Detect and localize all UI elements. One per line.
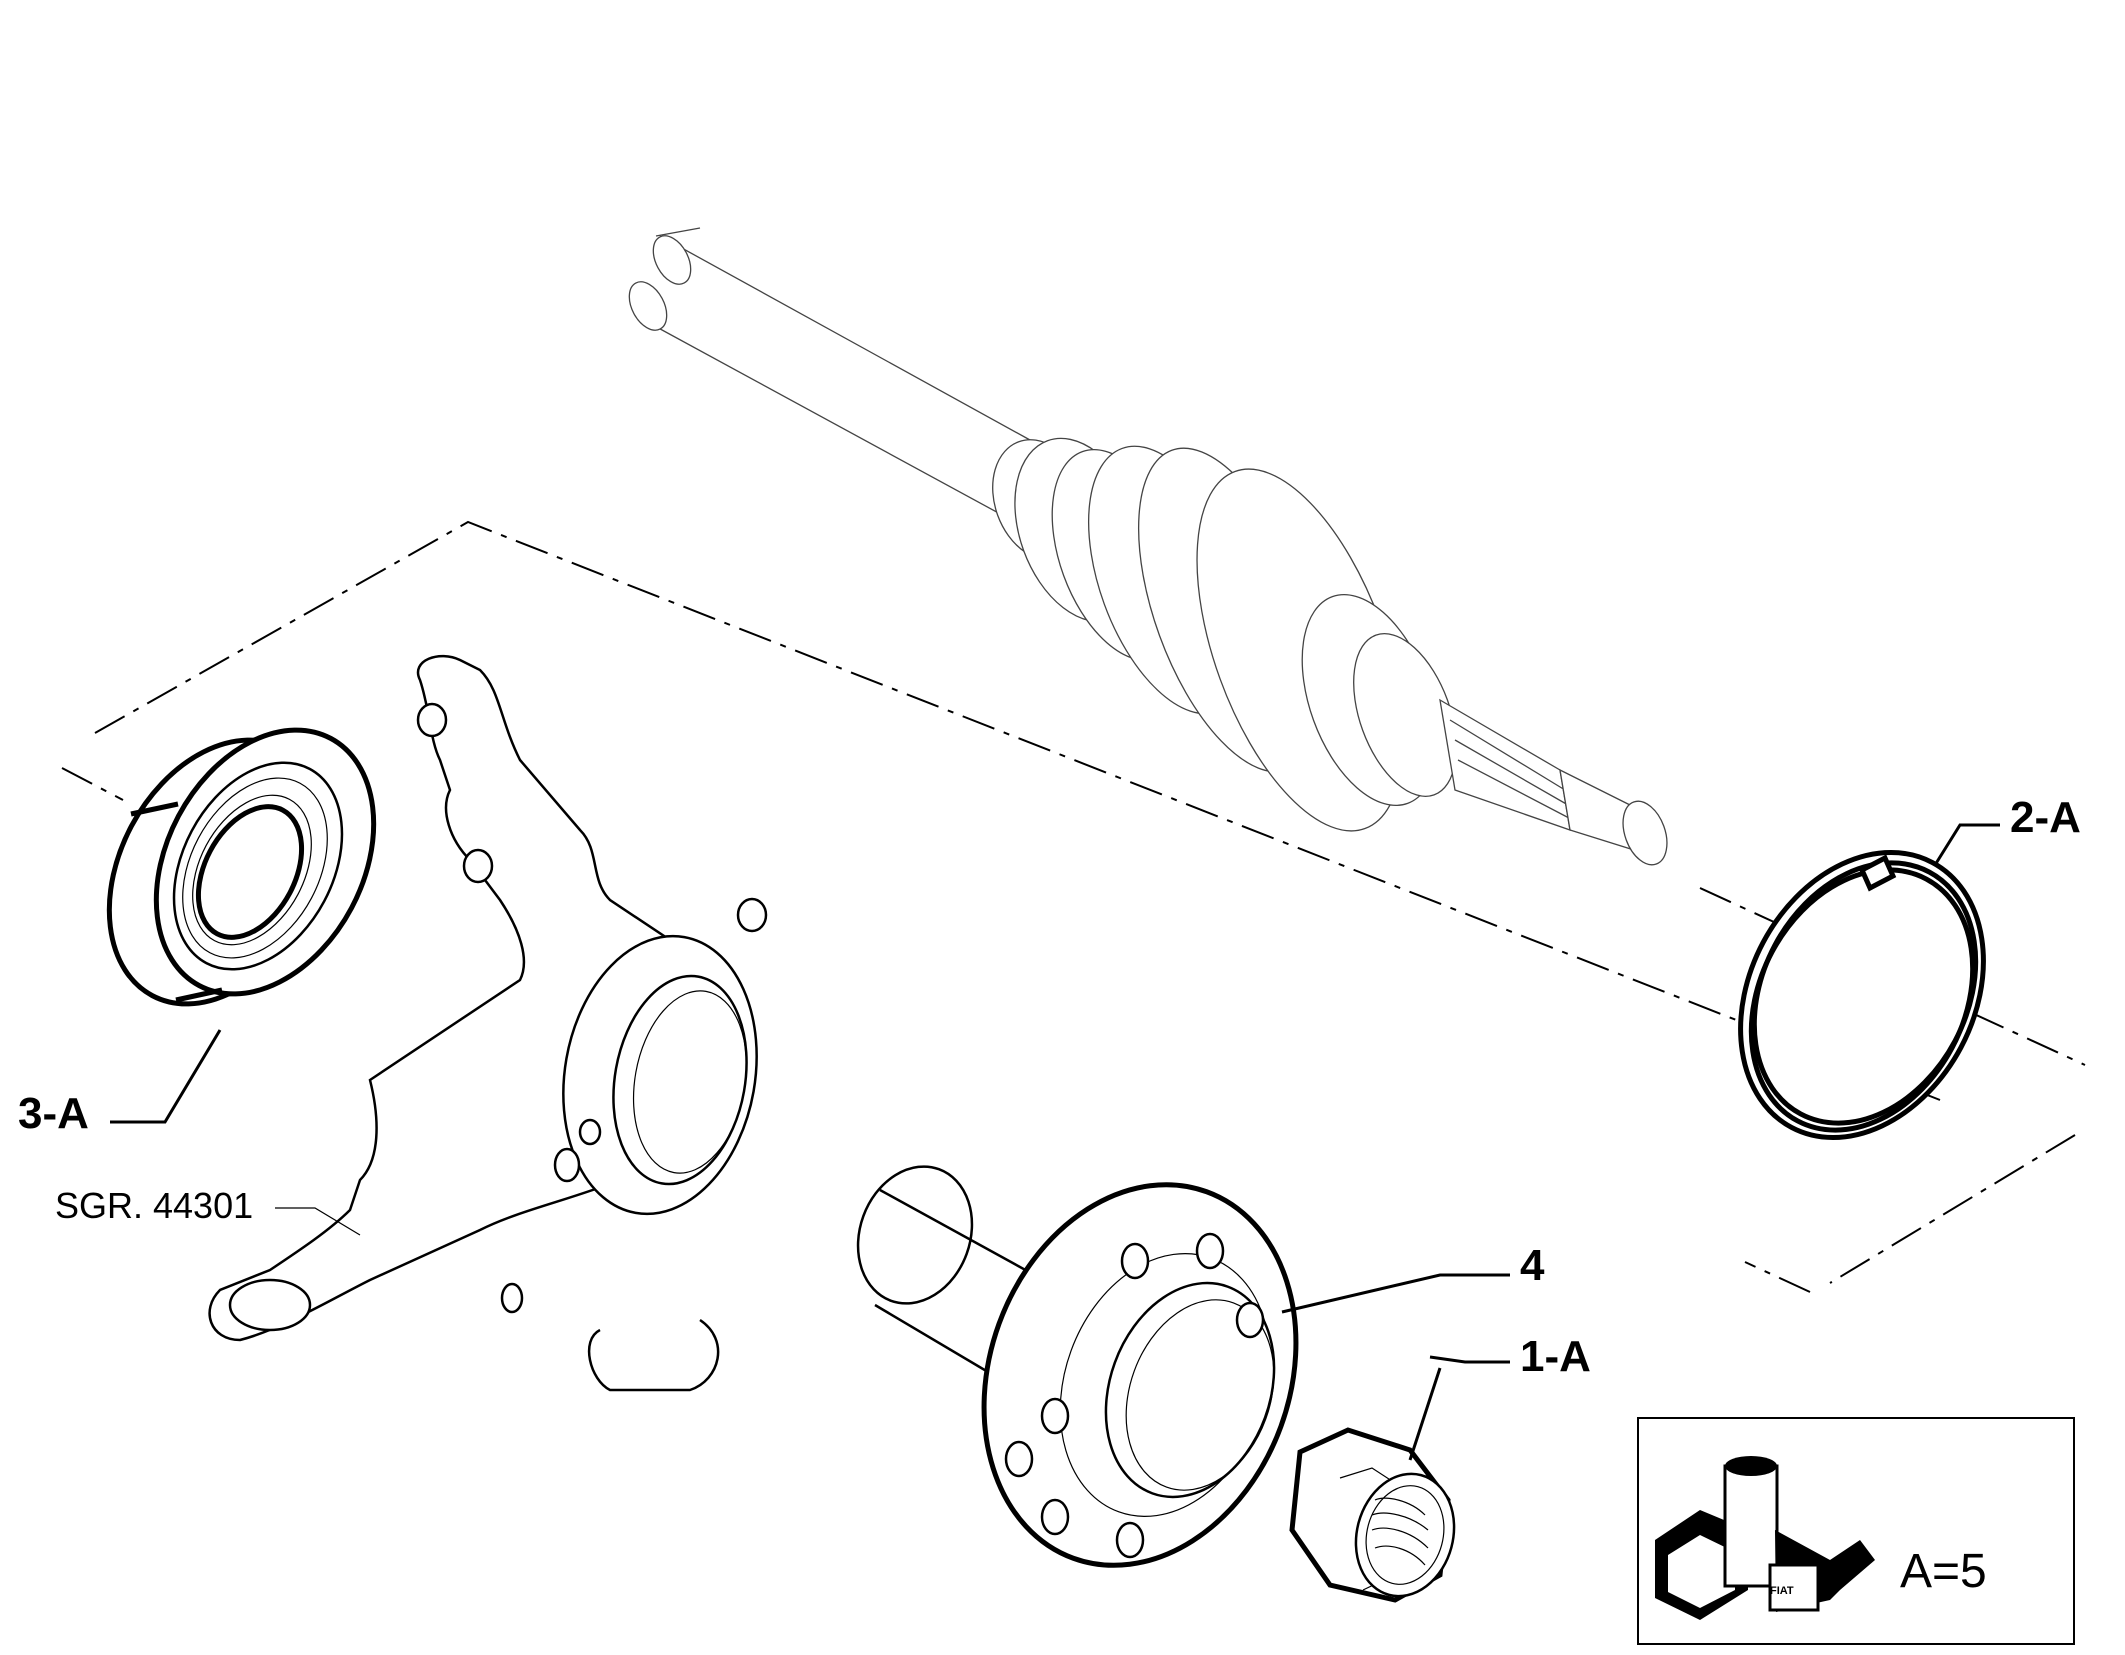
torque-tool-icon: FIAT — [1655, 1456, 1875, 1620]
callout-part-3: 3-A — [18, 1089, 89, 1138]
callout-labels: 1-A 2-A 3-A 4 SGR. 44301 — [18, 793, 2081, 1381]
callout-part-1: 1-A — [1520, 1332, 1591, 1381]
hub-nut — [1289, 1427, 1456, 1603]
circlip — [1738, 850, 1986, 1140]
callout-part-2: 2-A — [2010, 793, 2081, 842]
leader-lines — [110, 823, 2000, 1461]
tool-brand-mark: FIAT — [1770, 1585, 1794, 1597]
drive-shaft — [628, 227, 1668, 866]
legend-box: FIAT A=5 — [1637, 1417, 2075, 1645]
callout-part-4: 4 — [1520, 1241, 1545, 1290]
steering-knuckle — [208, 654, 768, 1392]
splined-stub — [1439, 698, 1668, 866]
reference-code: SGR. 44301 — [55, 1185, 253, 1226]
legend-value: A=5 — [1900, 1545, 1987, 1598]
cv-boot — [992, 437, 1457, 832]
wheel-bearing — [106, 727, 377, 1007]
wheel-hub — [856, 1165, 1299, 1568]
